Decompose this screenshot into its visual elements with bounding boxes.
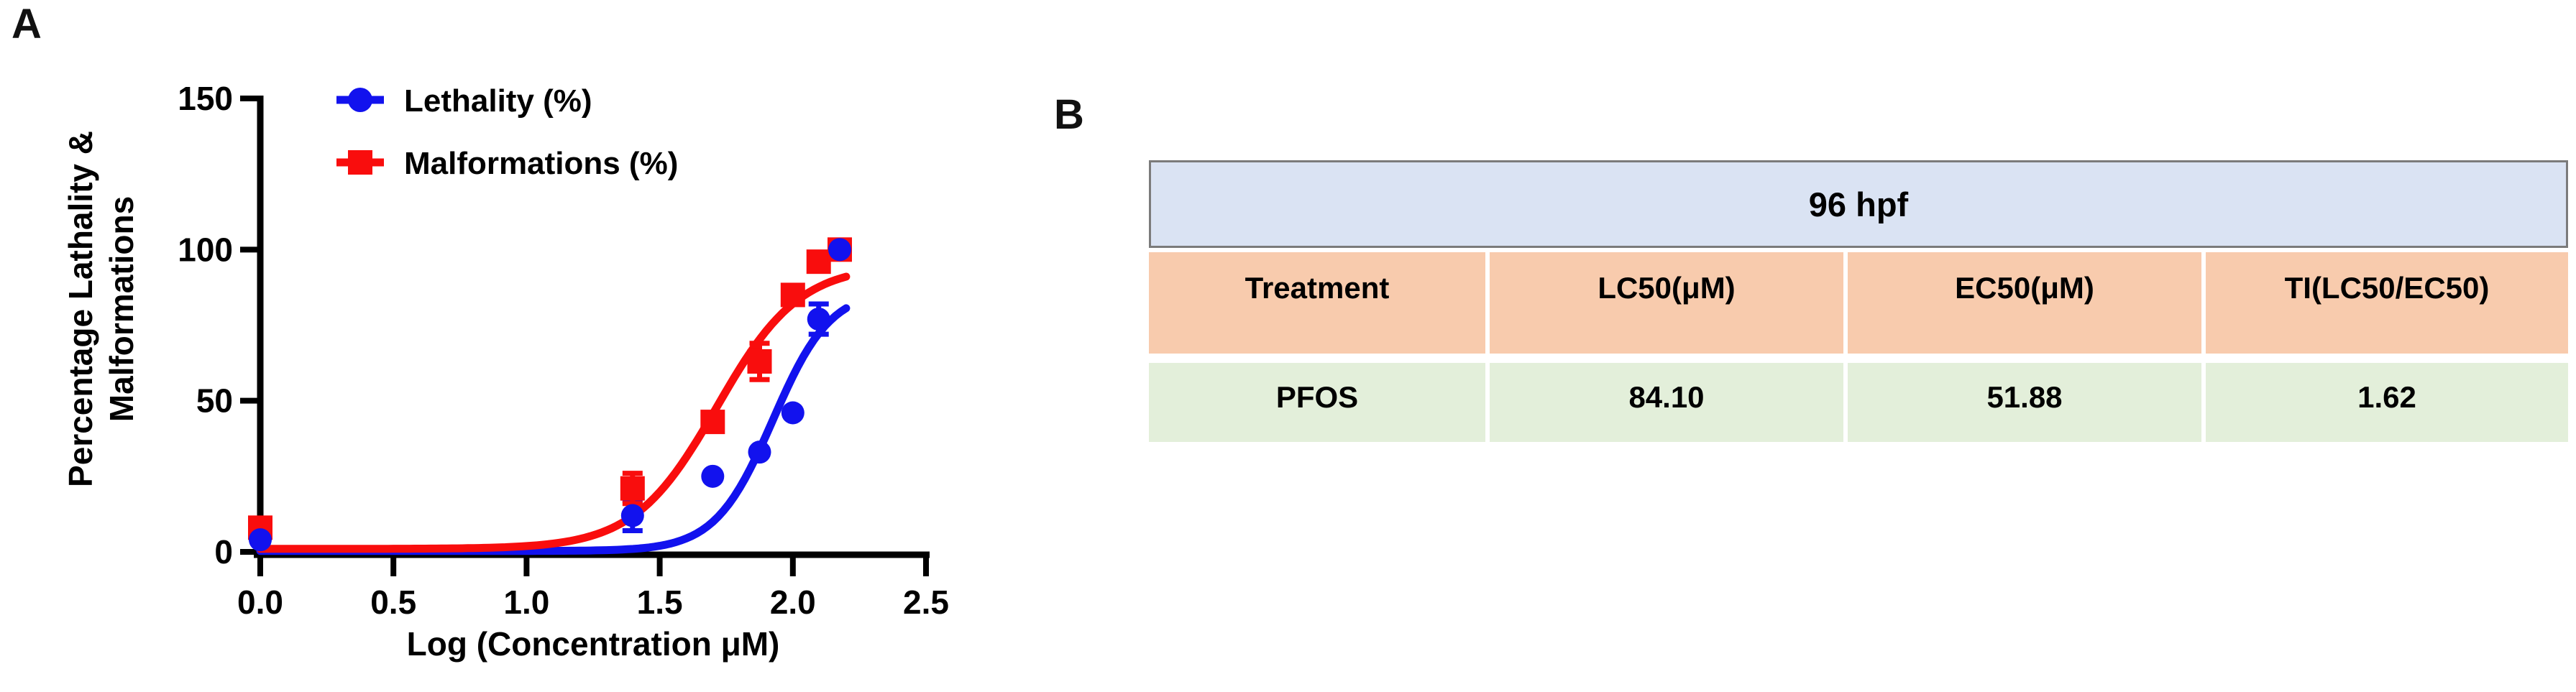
data-point-lethality: [828, 238, 851, 262]
legend-circle-icon: [348, 88, 372, 112]
legend-label: Malformations (%): [404, 146, 678, 181]
legend-square-icon: [348, 150, 372, 175]
table-title: 96 hpf: [1808, 185, 1909, 223]
x-tick-label: 2.5: [903, 583, 949, 621]
table-header-treatment: Treatment: [1149, 252, 1485, 354]
x-tick-label: 2.0: [770, 583, 816, 621]
y-tick-label: 50: [196, 382, 233, 420]
results-table: 96 hpf Treatment LC50(μM) EC50(μM) TI(LC…: [1149, 160, 2568, 442]
table-header-ti: TI(LC50/EC50): [2206, 252, 2568, 354]
table-cell-lc50: 84.10: [1490, 363, 1843, 442]
data-point-lethality: [701, 464, 725, 488]
data-point-malformations: [780, 282, 805, 308]
x-tick-label: 1.0: [503, 583, 549, 621]
y-tick-label: 150: [178, 80, 233, 117]
data-point-lethality: [781, 401, 805, 425]
x-axis-title: Log (Concentration μM): [407, 625, 780, 663]
table-header-ec50: EC50(μM): [1848, 252, 2201, 354]
table-row: PFOS 84.10 51.88 1.62: [1149, 363, 2568, 442]
legend-label: Lethality (%): [404, 83, 592, 119]
y-axis-title: Malformations: [103, 196, 140, 422]
curve-malformations: [256, 272, 851, 553]
data-point-malformations: [806, 249, 831, 275]
data-point-lethality: [807, 308, 830, 331]
table-title-cell: 96 hpf: [1149, 160, 2568, 248]
y-tick-label: 100: [178, 231, 233, 268]
table-cell-ec50: 51.88: [1848, 363, 2201, 442]
panel-b-label: B: [1054, 91, 1084, 138]
table-header-lc50: LC50(μM): [1490, 252, 1843, 354]
x-tick-label: 1.5: [637, 583, 683, 621]
x-tick-label: 0.0: [237, 583, 283, 621]
table-cell-ti: 1.62: [2206, 363, 2568, 442]
data-point-malformations: [700, 410, 725, 435]
y-axis-title: Percentage Lathality &: [62, 131, 99, 487]
y-tick-label: 0: [214, 533, 233, 571]
table-header-row: Treatment LC50(μM) EC50(μM) TI(LC50/EC50…: [1149, 252, 2568, 354]
data-point-lethality: [748, 440, 771, 464]
data-point-lethality: [620, 504, 644, 527]
x-tick-label: 0.5: [370, 583, 416, 621]
data-point-malformations: [620, 476, 645, 501]
panel-a-label: A: [12, 1, 42, 47]
data-point-malformations: [747, 349, 772, 374]
data-point-lethality: [249, 528, 272, 552]
table-cell-treatment: PFOS: [1149, 363, 1485, 442]
